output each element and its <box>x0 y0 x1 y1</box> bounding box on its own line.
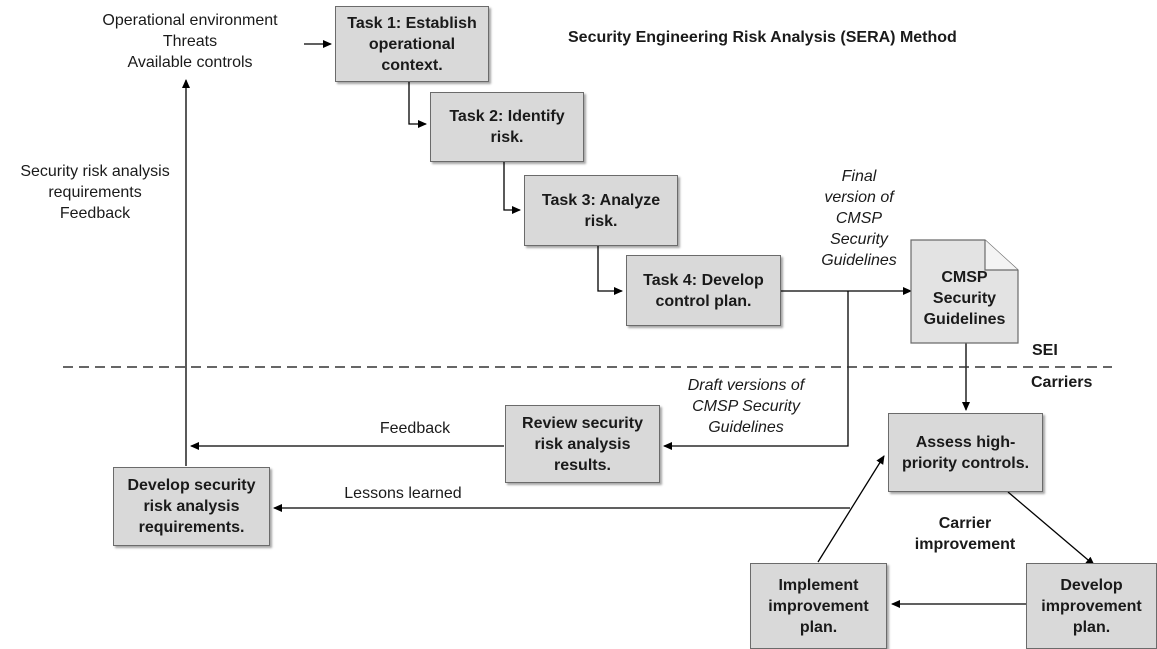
develop-plan-text: Develop improvement plan. <box>1041 576 1142 636</box>
arrow-implement-to-assess <box>817 455 885 563</box>
task2-box: Task 2: Identify risk. <box>430 92 584 162</box>
develop-requirements-text: Develop security risk analysis requireme… <box>127 477 256 536</box>
diagram-title: Security Engineering Risk Analysis (SERA… <box>568 29 957 46</box>
task3-box: Task 3: Analyze risk. <box>524 175 678 246</box>
carrier-improvement-label: Carrier improvement <box>914 515 1016 553</box>
sei-label: SEI <box>1032 342 1058 359</box>
final-version-label: Final version of CMSP Security Guideline… <box>821 168 897 269</box>
task4-box: Task 4: Develop control plan. <box>626 255 781 326</box>
lessons-learned-label: Lessons learned <box>344 485 462 502</box>
task4-text: Task 4: Develop control plan. <box>643 271 764 310</box>
task3-text: Task 3: Analyze risk. <box>541 191 661 230</box>
draft-versions-label: Draft versions of CMSP Security Guidelin… <box>687 377 805 436</box>
develop-requirements-box: Develop security risk analysis requireme… <box>113 467 270 546</box>
feedback-label: Feedback <box>379 420 451 437</box>
task1-box: Task 1: Establish operational context. <box>335 6 489 82</box>
implement-plan-box: Implement improvement plan. <box>750 563 887 649</box>
task1-text: Task 1: Establish operational context. <box>347 14 477 74</box>
carriers-label: Carriers <box>1031 374 1093 391</box>
arrow-task2-to-task3 <box>503 162 521 214</box>
task2-text: Task 2: Identify risk. <box>449 108 565 146</box>
develop-plan-box: Develop improvement plan. <box>1026 563 1157 649</box>
arrow-draft-to-review <box>663 291 849 450</box>
assess-text: Assess high- priority controls. <box>901 433 1030 472</box>
arrow-assess-to-develop-plan <box>1007 491 1095 566</box>
inputs-label: Operational environment Threats Availabl… <box>102 12 278 71</box>
arrow-task3-to-task4 <box>597 246 623 295</box>
assess-box: Assess high- priority controls. <box>888 413 1043 492</box>
review-box: Review security risk analysis results. <box>505 405 660 483</box>
document-label: CMSP Security Guidelines <box>923 269 1006 328</box>
requirements-feedback-label: Security risk analysis requirements Feed… <box>20 163 170 222</box>
review-text: Review security risk analysis results. <box>522 414 643 474</box>
implement-plan-text: Implement improvement plan. <box>768 576 869 636</box>
arrow-task1-to-task2 <box>408 82 427 128</box>
document-fold <box>984 240 1018 271</box>
